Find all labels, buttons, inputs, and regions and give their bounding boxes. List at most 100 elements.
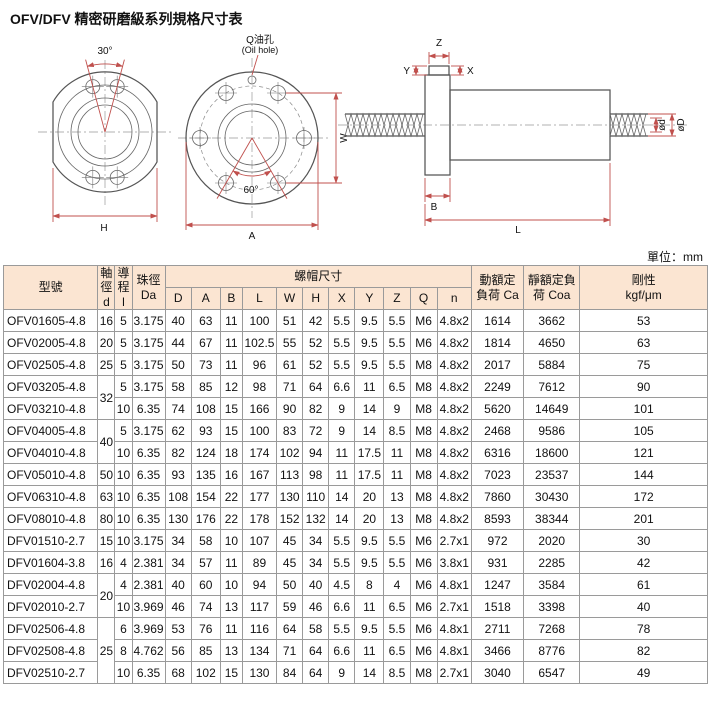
nut-dim-cell: 14 xyxy=(354,397,385,421)
nut-dim-cell: 5.5 xyxy=(328,353,356,377)
nut-dim-cell: 4.8x2 xyxy=(436,331,472,355)
nut-dim-cell: 6.5 xyxy=(383,639,411,663)
nut-dim-cell: 52 xyxy=(302,331,330,355)
drawing-flange-view: Q油孔 (Oil hole) 60° A W xyxy=(178,33,350,242)
col-header-Z: Z xyxy=(383,287,411,311)
static-load-cell: 9586 xyxy=(523,419,581,443)
nut-dim-cell: 11 xyxy=(354,375,385,399)
nut-dim-cell: M8 xyxy=(409,441,438,465)
nut-dim-cell: 5.5 xyxy=(383,551,411,575)
static-load-cell: 3398 xyxy=(523,595,581,619)
nut-dim-cell: 15 xyxy=(219,661,243,685)
nut-dim-cell: 13 xyxy=(219,595,243,619)
nut-dim-cell: 64 xyxy=(276,617,304,641)
nut-dim-cell: 34 xyxy=(164,551,192,575)
shaft-dia-cell: 16 xyxy=(97,551,116,575)
ball-dia-cell: 6.35 xyxy=(131,441,166,465)
nut-dim-cell: 4.8x2 xyxy=(436,485,472,509)
nut-dim-cell: 102 xyxy=(190,661,221,685)
ball-dia-cell: 3.175 xyxy=(131,331,166,355)
shaft-dia-cell: 80 xyxy=(97,507,116,531)
nut-dim-cell: M8 xyxy=(409,463,438,487)
nut-dim-cell: M8 xyxy=(409,419,438,443)
dynamic-load-cell: 2249 xyxy=(470,375,525,399)
nut-dim-cell: 10 xyxy=(219,529,243,553)
nut-dim-cell: 135 xyxy=(190,463,221,487)
nut-dim-cell: 15 xyxy=(219,397,243,421)
nut-dim-cell: 96 xyxy=(241,353,278,377)
nut-dim-cell: 6.6 xyxy=(328,375,356,399)
nut-dim-cell: 45 xyxy=(276,529,304,553)
nut-dim-cell: 5.5 xyxy=(328,331,356,355)
lead-cell: 4 xyxy=(114,573,133,597)
nut-dim-cell: 22 xyxy=(219,485,243,509)
dim-label-30deg: 30° xyxy=(97,46,112,57)
nut-dim-cell: 102.5 xyxy=(241,331,278,355)
model-cell: OFV02005-4.8 xyxy=(2,331,99,355)
nut-dim-cell: 40 xyxy=(302,573,330,597)
nut-dim-cell: 100 xyxy=(241,419,278,443)
drawing-side-view: Z Y X B L xyxy=(338,38,688,236)
nut-dim-cell: 9.5 xyxy=(354,353,385,377)
static-load-cell: 38344 xyxy=(523,507,581,531)
dim-label-X: X xyxy=(467,66,474,77)
lead-cell: 10 xyxy=(114,595,133,619)
nut-dim-cell: 63 xyxy=(190,309,221,333)
col-header-lead: 導程 l xyxy=(114,264,133,311)
nut-dim-cell: 98 xyxy=(241,375,278,399)
rigidity-cell: 63 xyxy=(579,331,708,355)
rigidity-cell: 49 xyxy=(579,661,708,685)
nut-dim-cell: 46 xyxy=(302,595,330,619)
nut-dim-cell: 4.8x2 xyxy=(436,507,472,531)
nut-dim-cell: 10 xyxy=(219,573,243,597)
ball-dia-cell: 6.35 xyxy=(131,463,166,487)
nut-dim-cell: 64 xyxy=(302,375,330,399)
dynamic-load-cell: 2711 xyxy=(470,617,525,641)
nut-dim-cell: M6 xyxy=(409,309,438,333)
nut-dim-cell: 5.5 xyxy=(328,309,356,333)
nut-dim-cell: 14 xyxy=(328,507,356,531)
nut-dim-cell: 152 xyxy=(276,507,304,531)
col-header-rigidity: 剛性 kgf/μm xyxy=(579,264,708,311)
nut-dim-cell: 9 xyxy=(383,397,411,421)
nut-dim-cell: M6 xyxy=(409,639,438,663)
dim-label-H: H xyxy=(100,223,107,234)
nut-dim-cell: 9.5 xyxy=(354,529,385,553)
model-cell: OFV02505-4.8 xyxy=(2,353,99,377)
nut-dim-cell: 9.5 xyxy=(354,331,385,355)
lead-cell: 10 xyxy=(114,441,133,465)
dim-label-L: L xyxy=(515,225,521,236)
nut-dim-cell: 8.5 xyxy=(383,661,411,685)
nut-dim-cell: M8 xyxy=(409,485,438,509)
nut-dim-cell: 89 xyxy=(241,551,278,575)
lead-cell: 6 xyxy=(114,617,133,641)
oil-hole-label-zh: Q油孔 xyxy=(246,33,274,46)
nut-dim-cell: 5.5 xyxy=(383,617,411,641)
col-header-n: n xyxy=(436,287,472,311)
oil-hole-label-en: (Oil hole) xyxy=(242,45,279,55)
nut-dim-cell: 116 xyxy=(241,617,278,641)
nut-dim-cell: 4 xyxy=(383,573,411,597)
dynamic-load-cell: 7023 xyxy=(470,463,525,487)
ball-dia-cell: 3.175 xyxy=(131,529,166,553)
rigidity-cell: 40 xyxy=(579,595,708,619)
static-load-cell: 6547 xyxy=(523,661,581,685)
nut-dim-cell: 52 xyxy=(302,353,330,377)
static-load-cell: 3662 xyxy=(523,309,581,333)
nut-dim-cell: 42 xyxy=(302,309,330,333)
lead-cell: 5 xyxy=(114,419,133,443)
model-cell: DFV02508-4.8 xyxy=(2,639,99,663)
nut-dim-cell: 2.7x1 xyxy=(436,595,472,619)
nut-dim-cell: 11 xyxy=(219,309,243,333)
nut-dim-cell: M8 xyxy=(409,353,438,377)
rigidity-cell: 201 xyxy=(579,507,708,531)
nut-dim-cell: 53 xyxy=(164,617,192,641)
model-cell: OFV06310-4.8 xyxy=(2,485,99,509)
dynamic-load-cell: 1614 xyxy=(470,309,525,333)
col-header-B: B xyxy=(219,287,243,311)
col-header-dynamic-load: 動額定 負荷 Ca xyxy=(470,264,525,311)
